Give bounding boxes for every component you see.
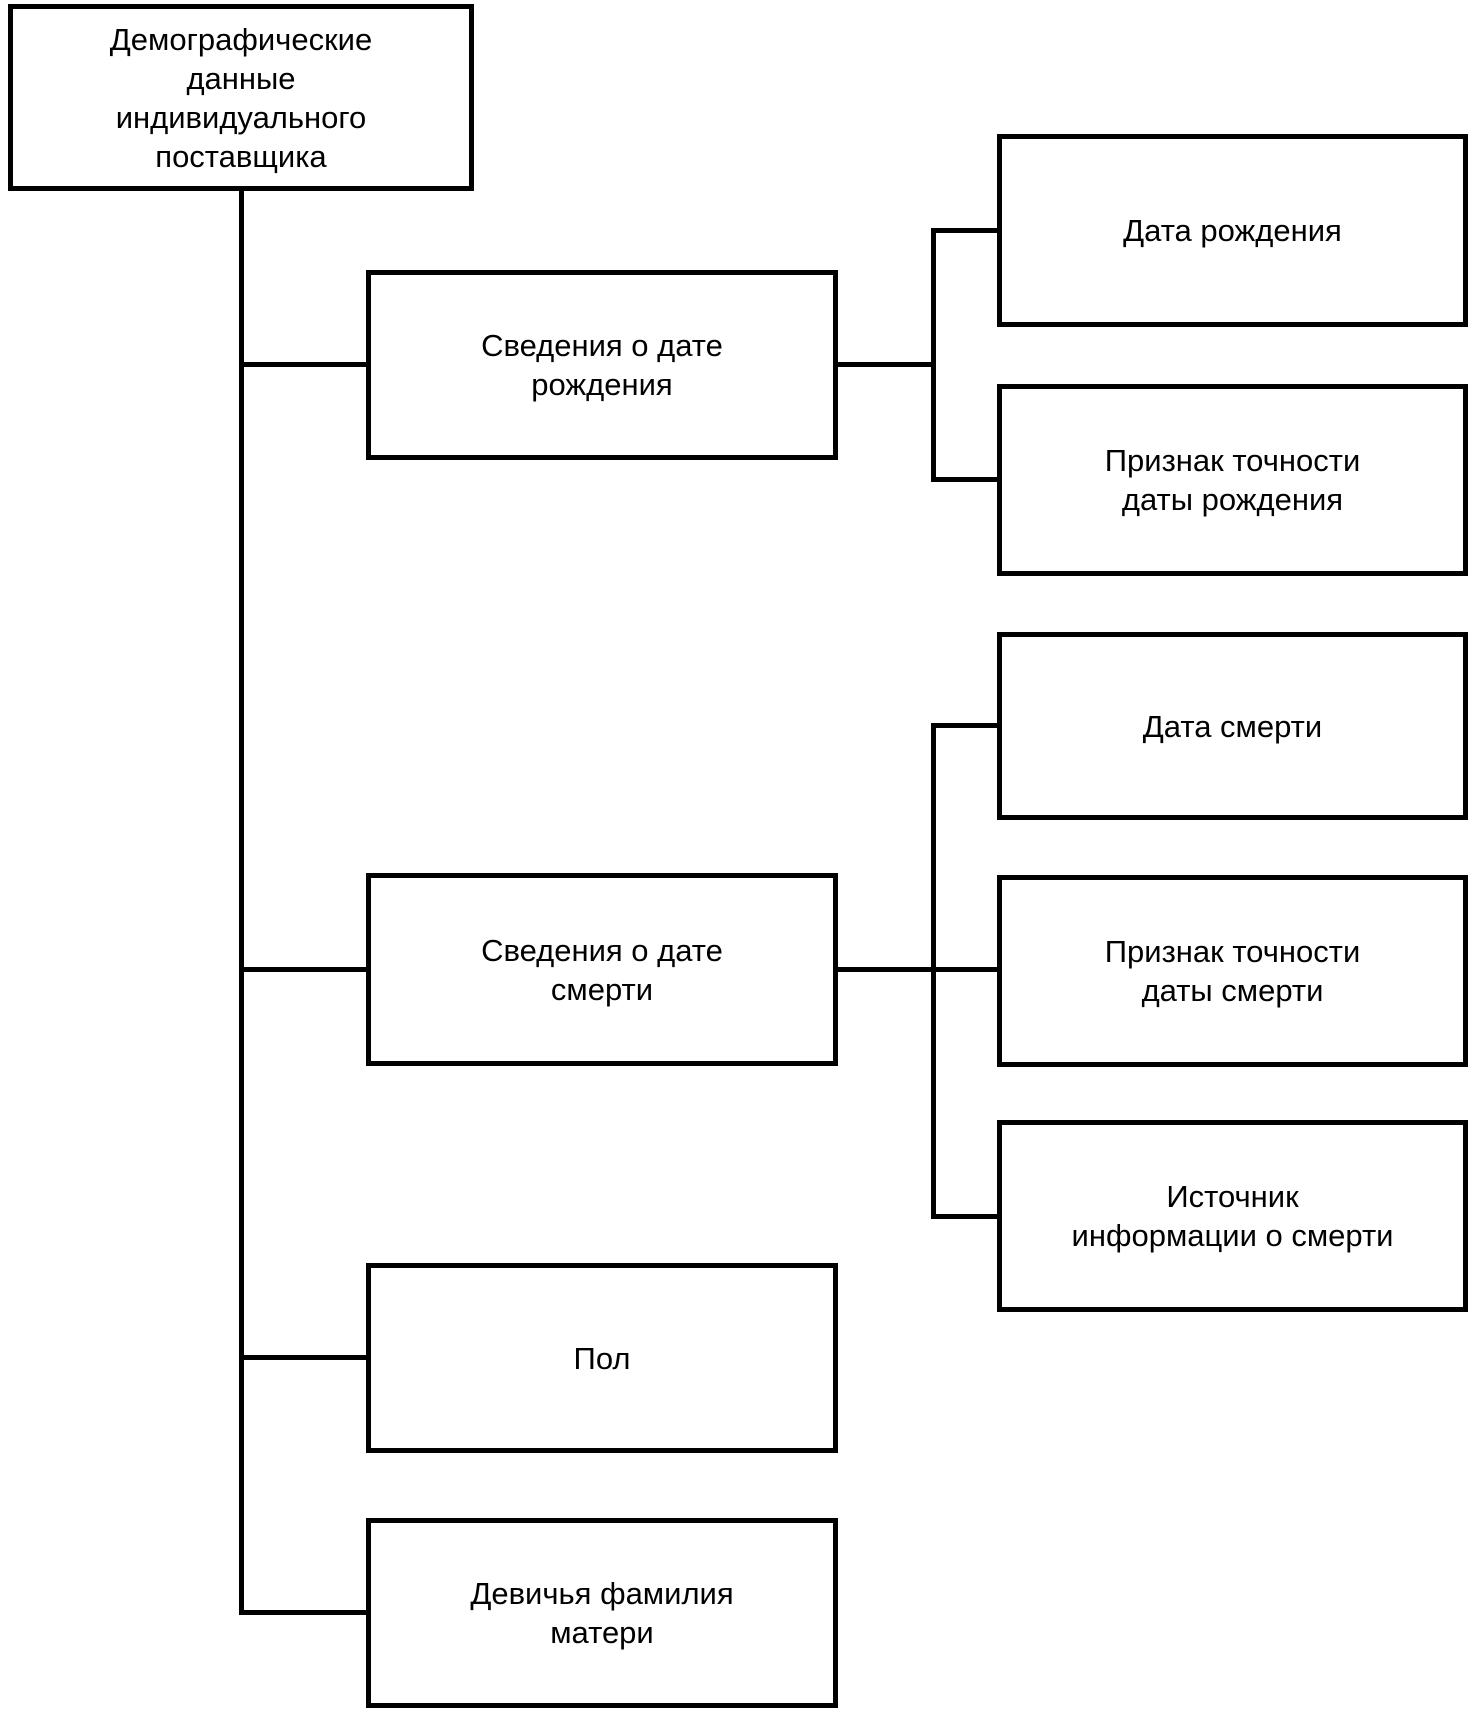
node-death-accuracy: Признак точности даты смерти bbox=[997, 875, 1468, 1067]
node-death-date: Дата смерти bbox=[997, 632, 1468, 820]
node-birth-date: Дата рождения bbox=[997, 134, 1468, 327]
node-death-info: Сведения о дате смерти bbox=[366, 873, 838, 1066]
node-birth-accuracy: Признак точности даты рождения bbox=[997, 384, 1468, 576]
connector-death-branch-vertical bbox=[931, 723, 936, 1219]
connector-birth-date-stub bbox=[931, 228, 997, 233]
connector-root-sex bbox=[239, 1355, 366, 1360]
connector-death-date-stub bbox=[931, 723, 997, 728]
node-root: Демографические данные индивидуального п… bbox=[8, 4, 474, 191]
node-mother-maiden-name: Девичья фамилия матери bbox=[366, 1518, 838, 1708]
node-death-source: Источник информации о смерти bbox=[997, 1120, 1468, 1312]
connector-birth-branch-vertical bbox=[931, 228, 936, 482]
connector-root-death-info bbox=[239, 967, 366, 972]
node-birth-info: Сведения о дате рождения bbox=[366, 270, 838, 460]
connector-birth-branch-horizontal bbox=[838, 362, 936, 367]
connector-death-source-stub bbox=[931, 1214, 997, 1219]
connector-birth-accuracy-stub bbox=[931, 477, 997, 482]
connector-trunk bbox=[239, 191, 244, 1615]
connector-root-birth-info bbox=[239, 362, 366, 367]
connector-root-mother-maiden-name bbox=[239, 1610, 366, 1615]
connector-death-branch-horizontal bbox=[838, 967, 997, 972]
node-sex: Пол bbox=[366, 1263, 838, 1453]
